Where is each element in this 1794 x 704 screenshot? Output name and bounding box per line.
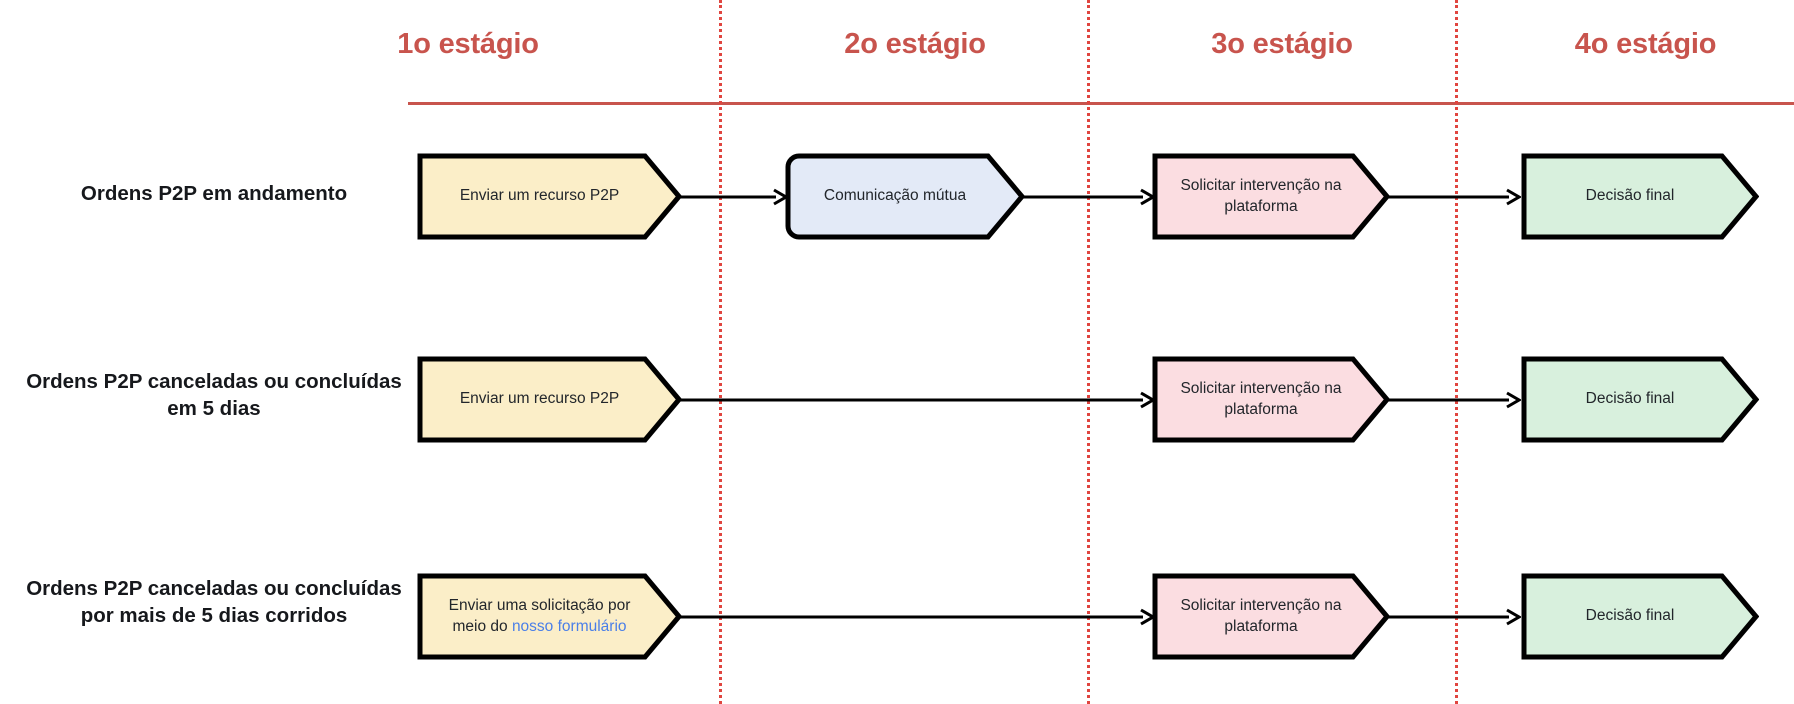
step-label: Decisão final — [1585, 187, 1675, 205]
chevron-shape — [1152, 153, 1390, 240]
step-box-r2c4[interactable]: Decisão final — [1521, 356, 1759, 443]
connector-r3-3to4 — [1386, 606, 1521, 628]
row-label-3: Ordens P2P canceladas ou concluídas por … — [14, 575, 414, 630]
header-divider-rule — [408, 102, 1794, 105]
step-label: Comunicação mútua — [823, 187, 967, 205]
step-box-r1c1[interactable]: Enviar um recurso P2P — [417, 153, 682, 240]
step-label: Enviar uma solicitação por meio do nosso… — [431, 596, 648, 637]
chevron-shape — [1152, 573, 1390, 660]
step-label: Decisão final — [1585, 390, 1675, 408]
step-box-r1c4[interactable]: Decisão final — [1521, 153, 1759, 240]
stage-divider-1 — [719, 0, 722, 704]
step-label: Solicitar intervenção na plataforma — [1180, 380, 1342, 418]
step-box-r3c3[interactable]: Solicitar intervenção na plataforma — [1152, 573, 1390, 660]
connector-r3-1to3 — [678, 606, 1155, 628]
step-label: Enviar um recurso P2P — [459, 187, 620, 205]
stage-header-1: 1o estágio — [397, 28, 539, 60]
step-box-r2c3[interactable]: Solicitar intervenção na plataforma — [1152, 356, 1390, 443]
stage-divider-2 — [1087, 0, 1090, 704]
connector-r1-3to4 — [1386, 186, 1521, 208]
step-label: Decisão final — [1585, 607, 1675, 625]
step-box-r1c2[interactable]: Comunicação mútua — [785, 153, 1025, 240]
row-label-2-line2: em 5 dias — [167, 397, 261, 421]
chevron-shape — [1521, 356, 1759, 443]
connector-r2-3to4 — [1386, 389, 1521, 411]
chevron-shape — [1521, 573, 1759, 660]
nosso-formulario-link[interactable]: nosso formulário — [511, 617, 627, 635]
stage-header-4: 4o estágio — [1574, 28, 1717, 60]
connector-r1-1to2 — [678, 186, 788, 208]
row-label-3-line1: Ordens P2P canceladas ou concluídas — [26, 577, 402, 600]
row-label-2-line1: Ordens P2P canceladas ou concluídas — [26, 370, 402, 393]
chevron-shape — [785, 153, 1025, 240]
step-box-r3c1[interactable]: Enviar uma solicitação por meio do nosso… — [417, 573, 682, 660]
row-label-2: Ordens P2P canceladas ou concluídas em 5… — [14, 368, 414, 423]
step-box-r3c4[interactable]: Decisão final — [1521, 573, 1759, 660]
step-label: Enviar um recurso P2P — [459, 390, 620, 408]
row-label-1: Ordens P2P em andamento — [80, 182, 348, 205]
stage-header-2: 2o estágio — [844, 28, 986, 60]
connector-r2-1to3 — [678, 389, 1155, 411]
chevron-shape — [1521, 153, 1759, 240]
stage-header-3: 3o estágio — [1211, 28, 1353, 60]
step-box-r1c3[interactable]: Solicitar intervenção na plataforma — [1152, 153, 1390, 240]
chevron-shape — [417, 356, 682, 443]
step-label: Solicitar intervenção na plataforma — [1180, 597, 1342, 635]
chevron-shape — [417, 153, 682, 240]
chevron-shape — [1152, 356, 1390, 443]
step-box-r2c1[interactable]: Enviar um recurso P2P — [417, 356, 682, 443]
connector-r1-2to3 — [1020, 186, 1155, 208]
step-label: Solicitar intervenção na plataforma — [1180, 177, 1342, 215]
stage-divider-3 — [1455, 0, 1458, 704]
row-label-3-line2: por mais de 5 dias corridos — [80, 604, 348, 628]
chevron-shape — [417, 573, 682, 660]
step-label-text: Enviar uma solicitação por meio do — [448, 597, 631, 635]
